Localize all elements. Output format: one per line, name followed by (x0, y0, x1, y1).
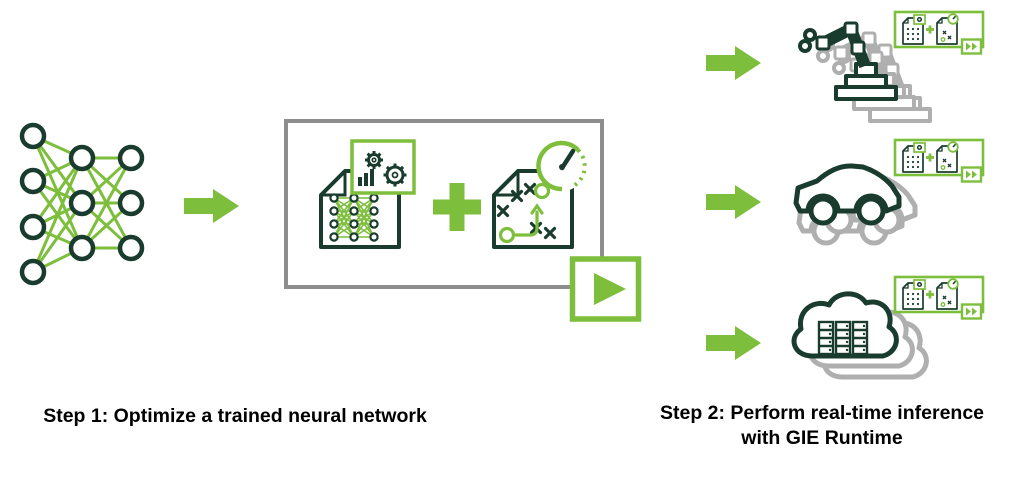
execution-plan-document-icon (492, 140, 587, 249)
play-button[interactable] (569, 256, 642, 322)
neural-network-icon (19, 122, 145, 286)
step1-caption: Step 1: Optimize a trained neural networ… (43, 405, 427, 427)
bar-chart-icon (358, 169, 374, 186)
runtime-engine-badge (893, 138, 985, 183)
optimizer-gears-icon (350, 139, 416, 195)
plus-icon (433, 183, 481, 231)
arrow-right-icon (706, 326, 761, 360)
trained-model-document-icon (319, 139, 416, 249)
runtime-engine-badge (893, 275, 985, 320)
server-racks-icon (817, 320, 869, 356)
runtime-engine-badge (893, 10, 985, 55)
plan-arrow-icon (514, 203, 544, 237)
step2-caption: Step 2: Perform real-time inference with… (659, 402, 985, 450)
arrow-right-icon (706, 46, 761, 80)
arrow-right-icon (706, 185, 761, 219)
arrow-right-icon (184, 189, 239, 223)
cloud-server-icon (794, 294, 926, 377)
play-icon (594, 273, 626, 305)
gauge-icon (536, 140, 587, 192)
car-icon (796, 166, 915, 243)
